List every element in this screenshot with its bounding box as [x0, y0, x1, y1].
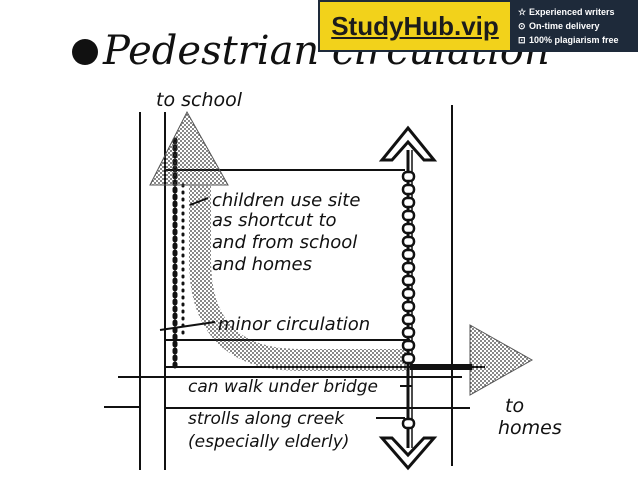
label-shortcut-line-1: children use site — [212, 190, 360, 211]
feature-item: ☆Experienced writers — [518, 5, 619, 19]
label-shortcut-line-2: as shortcut to — [212, 210, 337, 231]
star-icon: ☆ — [518, 7, 527, 17]
label-creek-line-2: (especially elderly) — [188, 432, 349, 452]
label-to-school: to school — [156, 89, 243, 111]
feature-text: On-time delivery — [529, 21, 600, 31]
chain-link — [401, 417, 416, 430]
chain-link — [401, 352, 416, 365]
leader-lines — [159, 197, 412, 419]
label-bridge: can walk under bridge — [188, 377, 378, 397]
chain-link — [401, 313, 416, 326]
label-to-homes-line-2: homes — [498, 417, 562, 439]
chain-link — [401, 222, 416, 235]
label-minor-circulation: minor circulation — [218, 314, 370, 335]
label-shortcut-line-4: and homes — [212, 254, 312, 275]
chain-link — [401, 261, 416, 274]
chain-link — [401, 248, 416, 261]
chain-link — [401, 183, 416, 196]
chain-link — [401, 196, 416, 209]
chain-link — [401, 300, 416, 313]
chain-link — [401, 287, 416, 300]
to-homes-arrow — [469, 324, 534, 396]
to-school-arrow — [149, 110, 229, 186]
feature-text: 100% plagiarism free — [529, 35, 619, 45]
clock-icon: ⊙ — [518, 21, 526, 31]
label-shortcut-line-3: and from school — [212, 232, 357, 253]
chain-link — [401, 339, 416, 352]
chain-link — [401, 274, 416, 287]
creek-chain-path — [378, 125, 438, 471]
shortcut-path — [189, 185, 410, 371]
feature-item: ⊙On-time delivery — [518, 19, 619, 33]
feature-list: ☆Experienced writers ⊙On-time delivery ⊡… — [518, 5, 619, 47]
certificate-icon: ⊡ — [518, 35, 526, 45]
label-to-homes-line-1: to — [505, 395, 524, 417]
chain-link — [401, 209, 416, 222]
feature-item: ⊡100% plagiarism free — [518, 33, 619, 47]
chain-link — [401, 326, 416, 339]
title-bullet — [72, 39, 98, 65]
studyhub-banner[interactable]: StudyHub.vip ☆Experienced writers ⊙On-ti… — [318, 0, 638, 52]
chain-link — [401, 170, 416, 183]
feature-text: Experienced writers — [529, 7, 615, 17]
label-creek-line-1: strolls along creek — [188, 409, 345, 429]
studyhub-logo[interactable]: StudyHub.vip — [320, 2, 510, 50]
chain-link — [401, 235, 416, 248]
